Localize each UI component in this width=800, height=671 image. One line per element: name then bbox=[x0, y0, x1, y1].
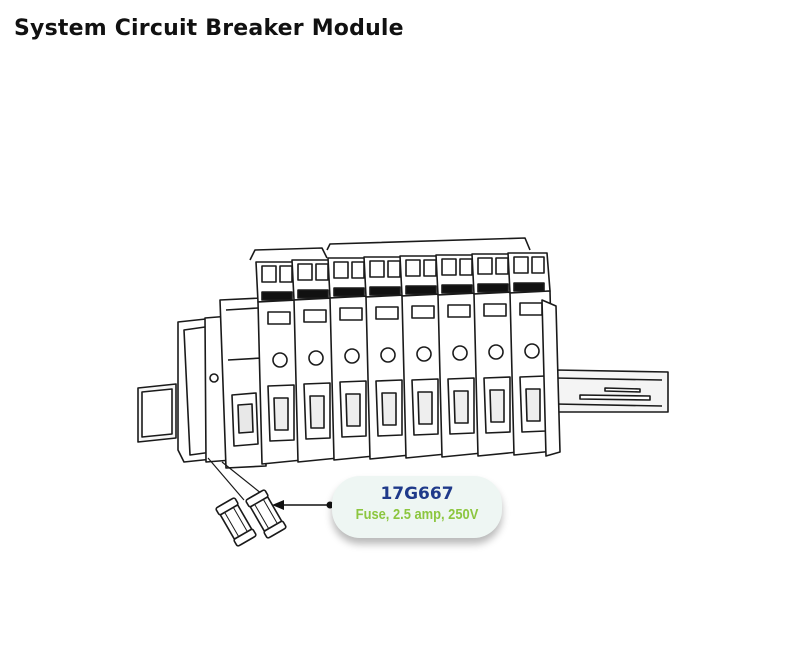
part-callout: 17G667 Fuse, 2.5 amp, 250V bbox=[332, 476, 502, 538]
breaker-3 bbox=[327, 257, 375, 461]
part-description: Fuse, 2.5 amp, 250V bbox=[355, 506, 479, 523]
breaker-7 bbox=[471, 253, 519, 457]
breaker-6 bbox=[435, 254, 483, 458]
page-title: System Circuit Breaker Module bbox=[14, 16, 404, 41]
fuse-holder bbox=[219, 297, 267, 469]
part-number: 17G667 bbox=[380, 484, 454, 504]
din-rail bbox=[137, 369, 669, 443]
breaker-5 bbox=[399, 255, 447, 459]
fuse-icon bbox=[215, 489, 287, 547]
breaker-1 bbox=[255, 261, 303, 465]
breaker-2 bbox=[291, 259, 339, 463]
breaker-4 bbox=[363, 256, 411, 460]
breaker-row bbox=[255, 252, 555, 465]
arrow-pointer bbox=[272, 500, 334, 510]
